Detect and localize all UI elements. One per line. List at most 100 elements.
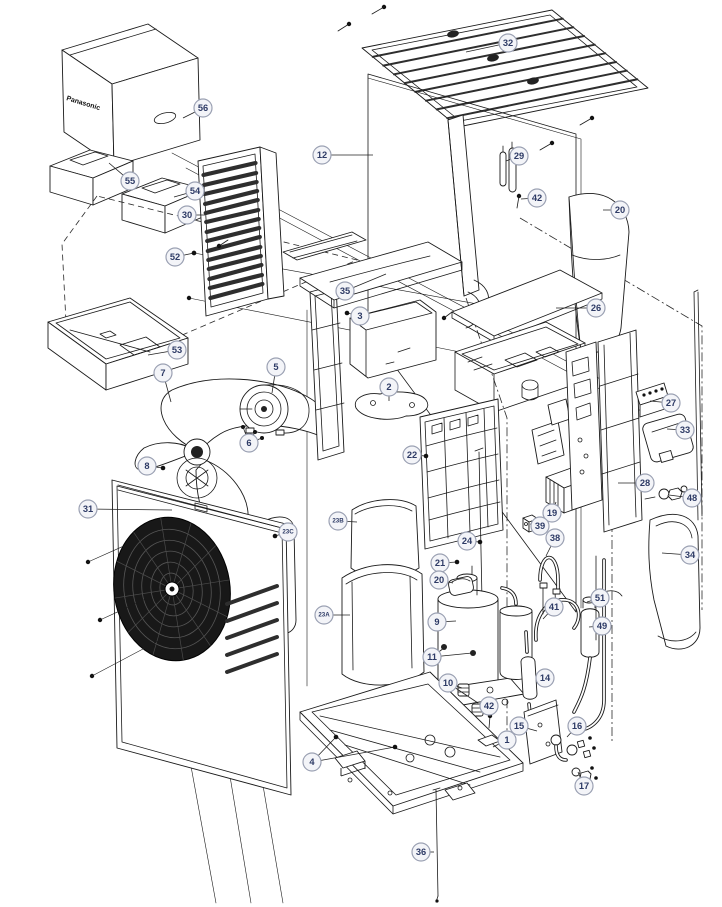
fan-hub <box>176 457 218 499</box>
callout-49: 49 <box>588 616 612 636</box>
svg-text:39: 39 <box>535 521 545 531</box>
callout-29: 29 <box>505 146 529 166</box>
svg-text:54: 54 <box>190 186 201 196</box>
svg-text:34: 34 <box>685 550 696 560</box>
callout-19: 19 <box>542 501 562 523</box>
callout-1: 1 <box>492 730 517 750</box>
pipe-cover <box>648 513 701 650</box>
callout-23C: 23C <box>272 522 298 542</box>
callout-54: 54 <box>173 181 205 201</box>
partition-plate <box>419 398 504 550</box>
callout-9: 9 <box>427 612 457 632</box>
svg-text:48: 48 <box>687 493 697 503</box>
service-valve-48 <box>644 485 688 501</box>
soundproof-23A <box>341 564 425 686</box>
callout-31: 31 <box>78 499 173 519</box>
callout-39: 39 <box>529 516 550 536</box>
svg-text:6: 6 <box>246 438 251 448</box>
callout-41: 41 <box>542 597 564 620</box>
callout-20: 20 <box>603 200 630 220</box>
svg-text:5: 5 <box>273 362 278 372</box>
callout-30: 30 <box>177 205 205 225</box>
valve-assembly-16 <box>550 734 596 762</box>
callout-7: 7 <box>153 363 173 403</box>
callout-17: 17 <box>574 771 594 796</box>
svg-text:17: 17 <box>579 781 589 791</box>
callout-11: 11 <box>422 647 473 667</box>
callout-15: 15 <box>509 716 538 736</box>
svg-text:33: 33 <box>680 425 690 435</box>
callout-23B: 23B <box>328 511 358 531</box>
callout-24: 24 <box>457 531 483 551</box>
svg-text:52: 52 <box>170 252 180 262</box>
callout-20: 20 <box>429 570 454 590</box>
callout-5: 5 <box>266 357 286 394</box>
svg-text:23A: 23A <box>318 612 330 619</box>
terminal-cover-20 <box>448 576 474 596</box>
svg-text:49: 49 <box>597 621 607 631</box>
svg-text:12: 12 <box>317 150 327 160</box>
terminal-board <box>635 382 669 418</box>
svg-text:20: 20 <box>434 575 444 585</box>
callout-2: 2 <box>379 377 399 401</box>
svg-text:35: 35 <box>340 286 350 296</box>
callout-52: 52 <box>165 247 197 267</box>
callout-4: 4 <box>302 734 398 772</box>
svg-text:1: 1 <box>504 735 509 745</box>
svg-text:10: 10 <box>443 678 453 688</box>
pipe-assy-38 <box>538 555 561 615</box>
svg-text:38: 38 <box>550 533 560 543</box>
svg-text:30: 30 <box>182 210 192 220</box>
foam-pad-55 <box>49 149 134 206</box>
callout-16: 16 <box>566 716 587 738</box>
valve-bracket <box>523 699 563 765</box>
svg-text:14: 14 <box>540 673 551 683</box>
mount-plate-2 <box>354 391 429 420</box>
side-frame-28 <box>565 289 703 533</box>
fan-motor-frame <box>309 284 437 461</box>
callout-32: 32 <box>465 33 518 53</box>
svg-text:11: 11 <box>427 652 437 662</box>
front-grille <box>197 146 285 317</box>
callout-33: 33 <box>666 420 695 440</box>
drain-rod <box>432 787 441 903</box>
pcb-boards <box>531 398 571 465</box>
svg-text:22: 22 <box>407 450 417 460</box>
callout-28: 28 <box>618 473 655 493</box>
svg-text:36: 36 <box>416 847 426 857</box>
callout-12: 12 <box>312 145 373 165</box>
base-pan <box>299 671 524 815</box>
compressor-nuts <box>441 644 476 656</box>
callout-42: 42 <box>520 188 547 208</box>
svg-text:53: 53 <box>172 345 182 355</box>
front-panel <box>111 479 292 796</box>
callout-38: 38 <box>545 528 565 557</box>
svg-text:32: 32 <box>503 38 513 48</box>
discharge-pipe <box>534 598 581 642</box>
panel-screw-lines <box>85 540 161 679</box>
svg-text:56: 56 <box>198 103 208 113</box>
svg-text:9: 9 <box>434 617 439 627</box>
svg-text:15: 15 <box>514 721 524 731</box>
screw-42-top <box>516 193 522 209</box>
fasteners <box>186 4 595 321</box>
svg-text:29: 29 <box>514 151 524 161</box>
svg-text:20: 20 <box>615 205 625 215</box>
fan-motor <box>239 384 310 436</box>
svg-text:42: 42 <box>484 701 494 711</box>
callout-34: 34 <box>661 545 700 565</box>
callout-27: 27 <box>649 393 681 413</box>
svg-text:27: 27 <box>666 398 676 408</box>
svg-text:31: 31 <box>83 504 93 514</box>
callout-26: 26 <box>556 298 606 318</box>
callout-55: 55 <box>108 162 140 191</box>
callout-23A: 23A <box>314 605 350 625</box>
callout-36: 36 <box>411 842 434 862</box>
svg-text:8: 8 <box>144 461 149 471</box>
callout-56: 56 <box>182 98 213 119</box>
callout-42: 42 <box>479 696 499 717</box>
callout-48: 48 <box>668 488 702 508</box>
callout-10: 10 <box>438 673 479 704</box>
svg-text:23B: 23B <box>332 518 344 525</box>
